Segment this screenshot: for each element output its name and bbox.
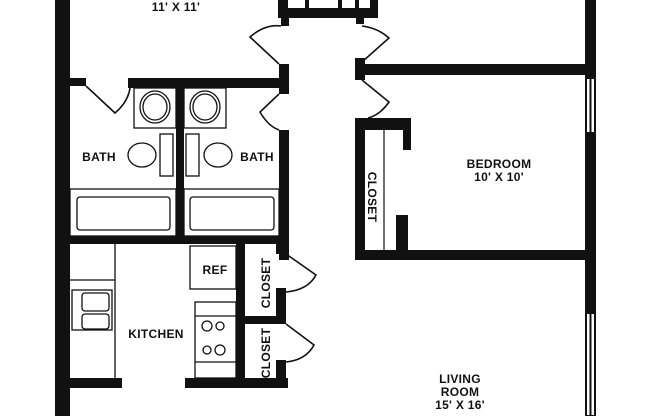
bedroom-closet-label: CLOSET <box>365 171 379 223</box>
doors <box>85 24 391 363</box>
top-bedroom-size: 11' X 11' <box>151 0 201 14</box>
living-room-label-line1: LIVING <box>439 372 481 386</box>
windows <box>585 77 596 416</box>
living-room-label-line2: ROOM <box>440 385 480 399</box>
living-room-size: 15' X 16' <box>435 398 485 412</box>
closet-upper-label: CLOSET <box>259 257 273 309</box>
ref-label: REF <box>202 263 228 277</box>
bedroom-label: BEDROOM <box>466 157 532 171</box>
bath-right-label: BATH <box>240 150 274 164</box>
kitchen-label: KITCHEN <box>128 327 184 341</box>
bedroom-size: 10' X 10' <box>474 170 524 184</box>
walls <box>55 0 596 416</box>
kitchen-fixtures <box>70 244 237 379</box>
closet-lower-label: CLOSET <box>259 327 273 379</box>
bath-fixtures <box>69 87 280 237</box>
bath-left-label: BATH <box>82 150 116 164</box>
